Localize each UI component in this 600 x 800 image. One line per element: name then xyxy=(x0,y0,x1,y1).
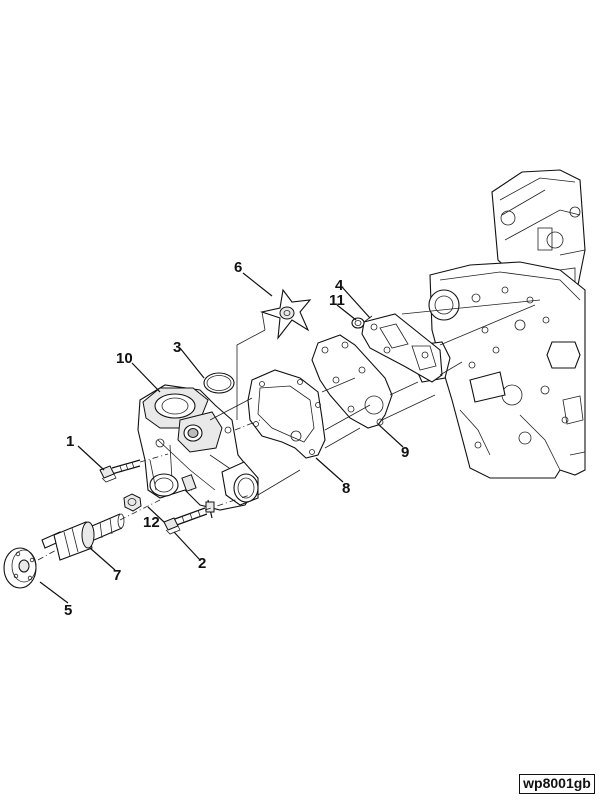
water-pump-body-10 xyxy=(137,384,259,519)
callout-12: 12 xyxy=(143,514,160,531)
gasket-8 xyxy=(247,369,326,459)
callout-8: 8 xyxy=(342,480,350,497)
callout-6: 6 xyxy=(234,259,242,276)
callout-1: 1 xyxy=(66,433,74,450)
seal-11 xyxy=(351,317,365,329)
callout-9: 9 xyxy=(401,444,409,461)
o-ring-3 xyxy=(203,372,235,394)
engine-front-housing xyxy=(413,169,586,479)
callout-5: 5 xyxy=(64,602,72,619)
callout-4: 4 xyxy=(335,277,344,294)
assembly-centerlines xyxy=(37,299,541,561)
gasket-9 xyxy=(311,334,393,429)
callout-2: 2 xyxy=(198,555,206,572)
callout-leaders xyxy=(39,272,404,604)
callout-7: 7 xyxy=(113,567,121,584)
gasket-4 xyxy=(361,313,443,383)
bolt-2 xyxy=(163,507,208,535)
pulley-hub-5 xyxy=(3,547,37,589)
callout-10: 10 xyxy=(116,350,133,367)
bolt-1 xyxy=(99,459,141,483)
drawing-reference-code: wp8001gb xyxy=(519,774,595,794)
callout-11: 11 xyxy=(329,292,345,309)
impeller-6 xyxy=(259,288,312,340)
callout-3: 3 xyxy=(173,339,181,356)
nut-12 xyxy=(123,493,142,512)
bearing-shaft-7 xyxy=(41,513,125,561)
